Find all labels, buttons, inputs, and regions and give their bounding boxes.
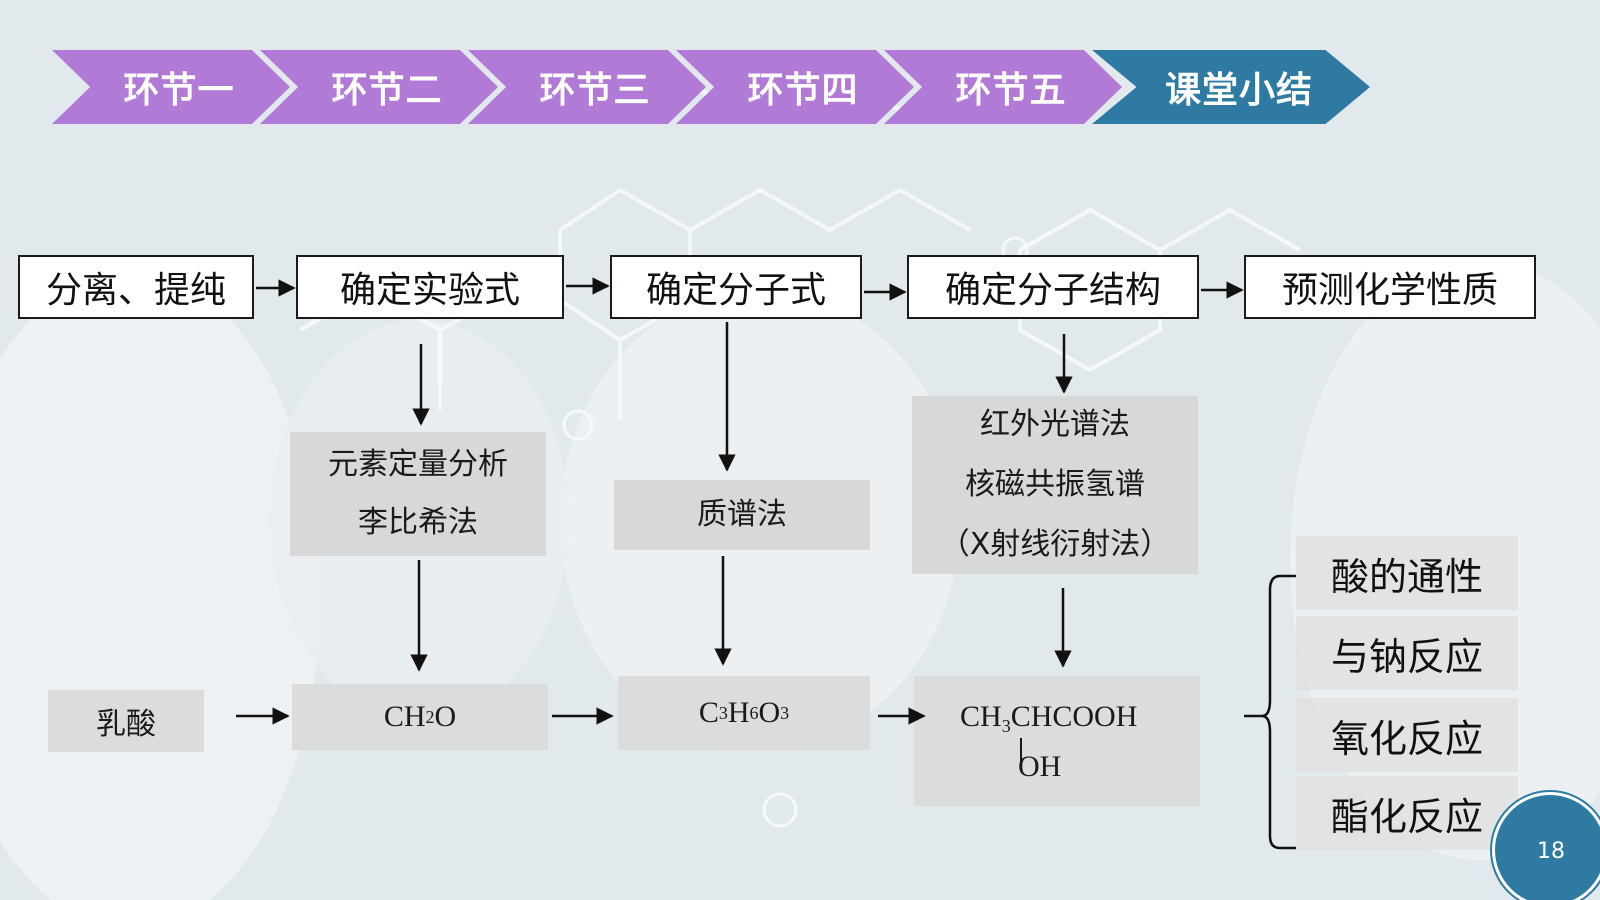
step-separation-purification: 分离、提纯: [18, 255, 254, 319]
method-liebig: 李比希法: [358, 505, 478, 540]
step-molecular-structure: 确定分子结构: [907, 255, 1199, 319]
nav-step-4[interactable]: 环节四: [676, 50, 914, 124]
nav-step-1[interactable]: 环节一: [52, 50, 290, 124]
property-oxidation: 氧化反应: [1296, 698, 1518, 772]
formula-structural: CH3CHCOOH OH: [914, 676, 1200, 806]
structural-main-chain: CH3CHCOOH: [960, 700, 1138, 736]
nav-step-2[interactable]: 环节二: [260, 50, 498, 124]
panel-molecular-methods: 质谱法: [614, 480, 870, 550]
panel-empirical-methods: 元素定量分析 李比希法: [290, 432, 546, 556]
nav-step-summary[interactable]: 课堂小结: [1092, 50, 1370, 124]
nav-step-5[interactable]: 环节五: [884, 50, 1122, 124]
step-empirical-formula: 确定实验式: [296, 255, 564, 319]
nav-step-3[interactable]: 环节三: [468, 50, 706, 124]
method-xray: （X射线衍射法）: [939, 527, 1171, 562]
step-molecular-formula: 确定分子式: [610, 255, 862, 319]
step-predict-properties: 预测化学性质: [1244, 255, 1536, 319]
panel-structural-methods: 红外光谱法 核磁共振氢谱 （X射线衍射法）: [912, 396, 1198, 574]
substance-lactic-acid: 乳酸: [48, 690, 204, 752]
method-mass-spectrometry: 质谱法: [697, 497, 787, 532]
method-elemental-analysis: 元素定量分析: [328, 447, 508, 482]
property-sodium: 与钠反应: [1296, 616, 1518, 690]
structural-hydroxyl: OH: [1018, 750, 1062, 783]
structural-bond-line: [1020, 738, 1022, 764]
page-number-badge: 18: [1492, 792, 1600, 900]
method-infrared: 红外光谱法: [980, 407, 1130, 442]
property-esterification: 酯化反应: [1296, 776, 1518, 850]
method-nmr: 核磁共振氢谱: [965, 467, 1145, 502]
property-acid: 酸的通性: [1296, 536, 1518, 610]
